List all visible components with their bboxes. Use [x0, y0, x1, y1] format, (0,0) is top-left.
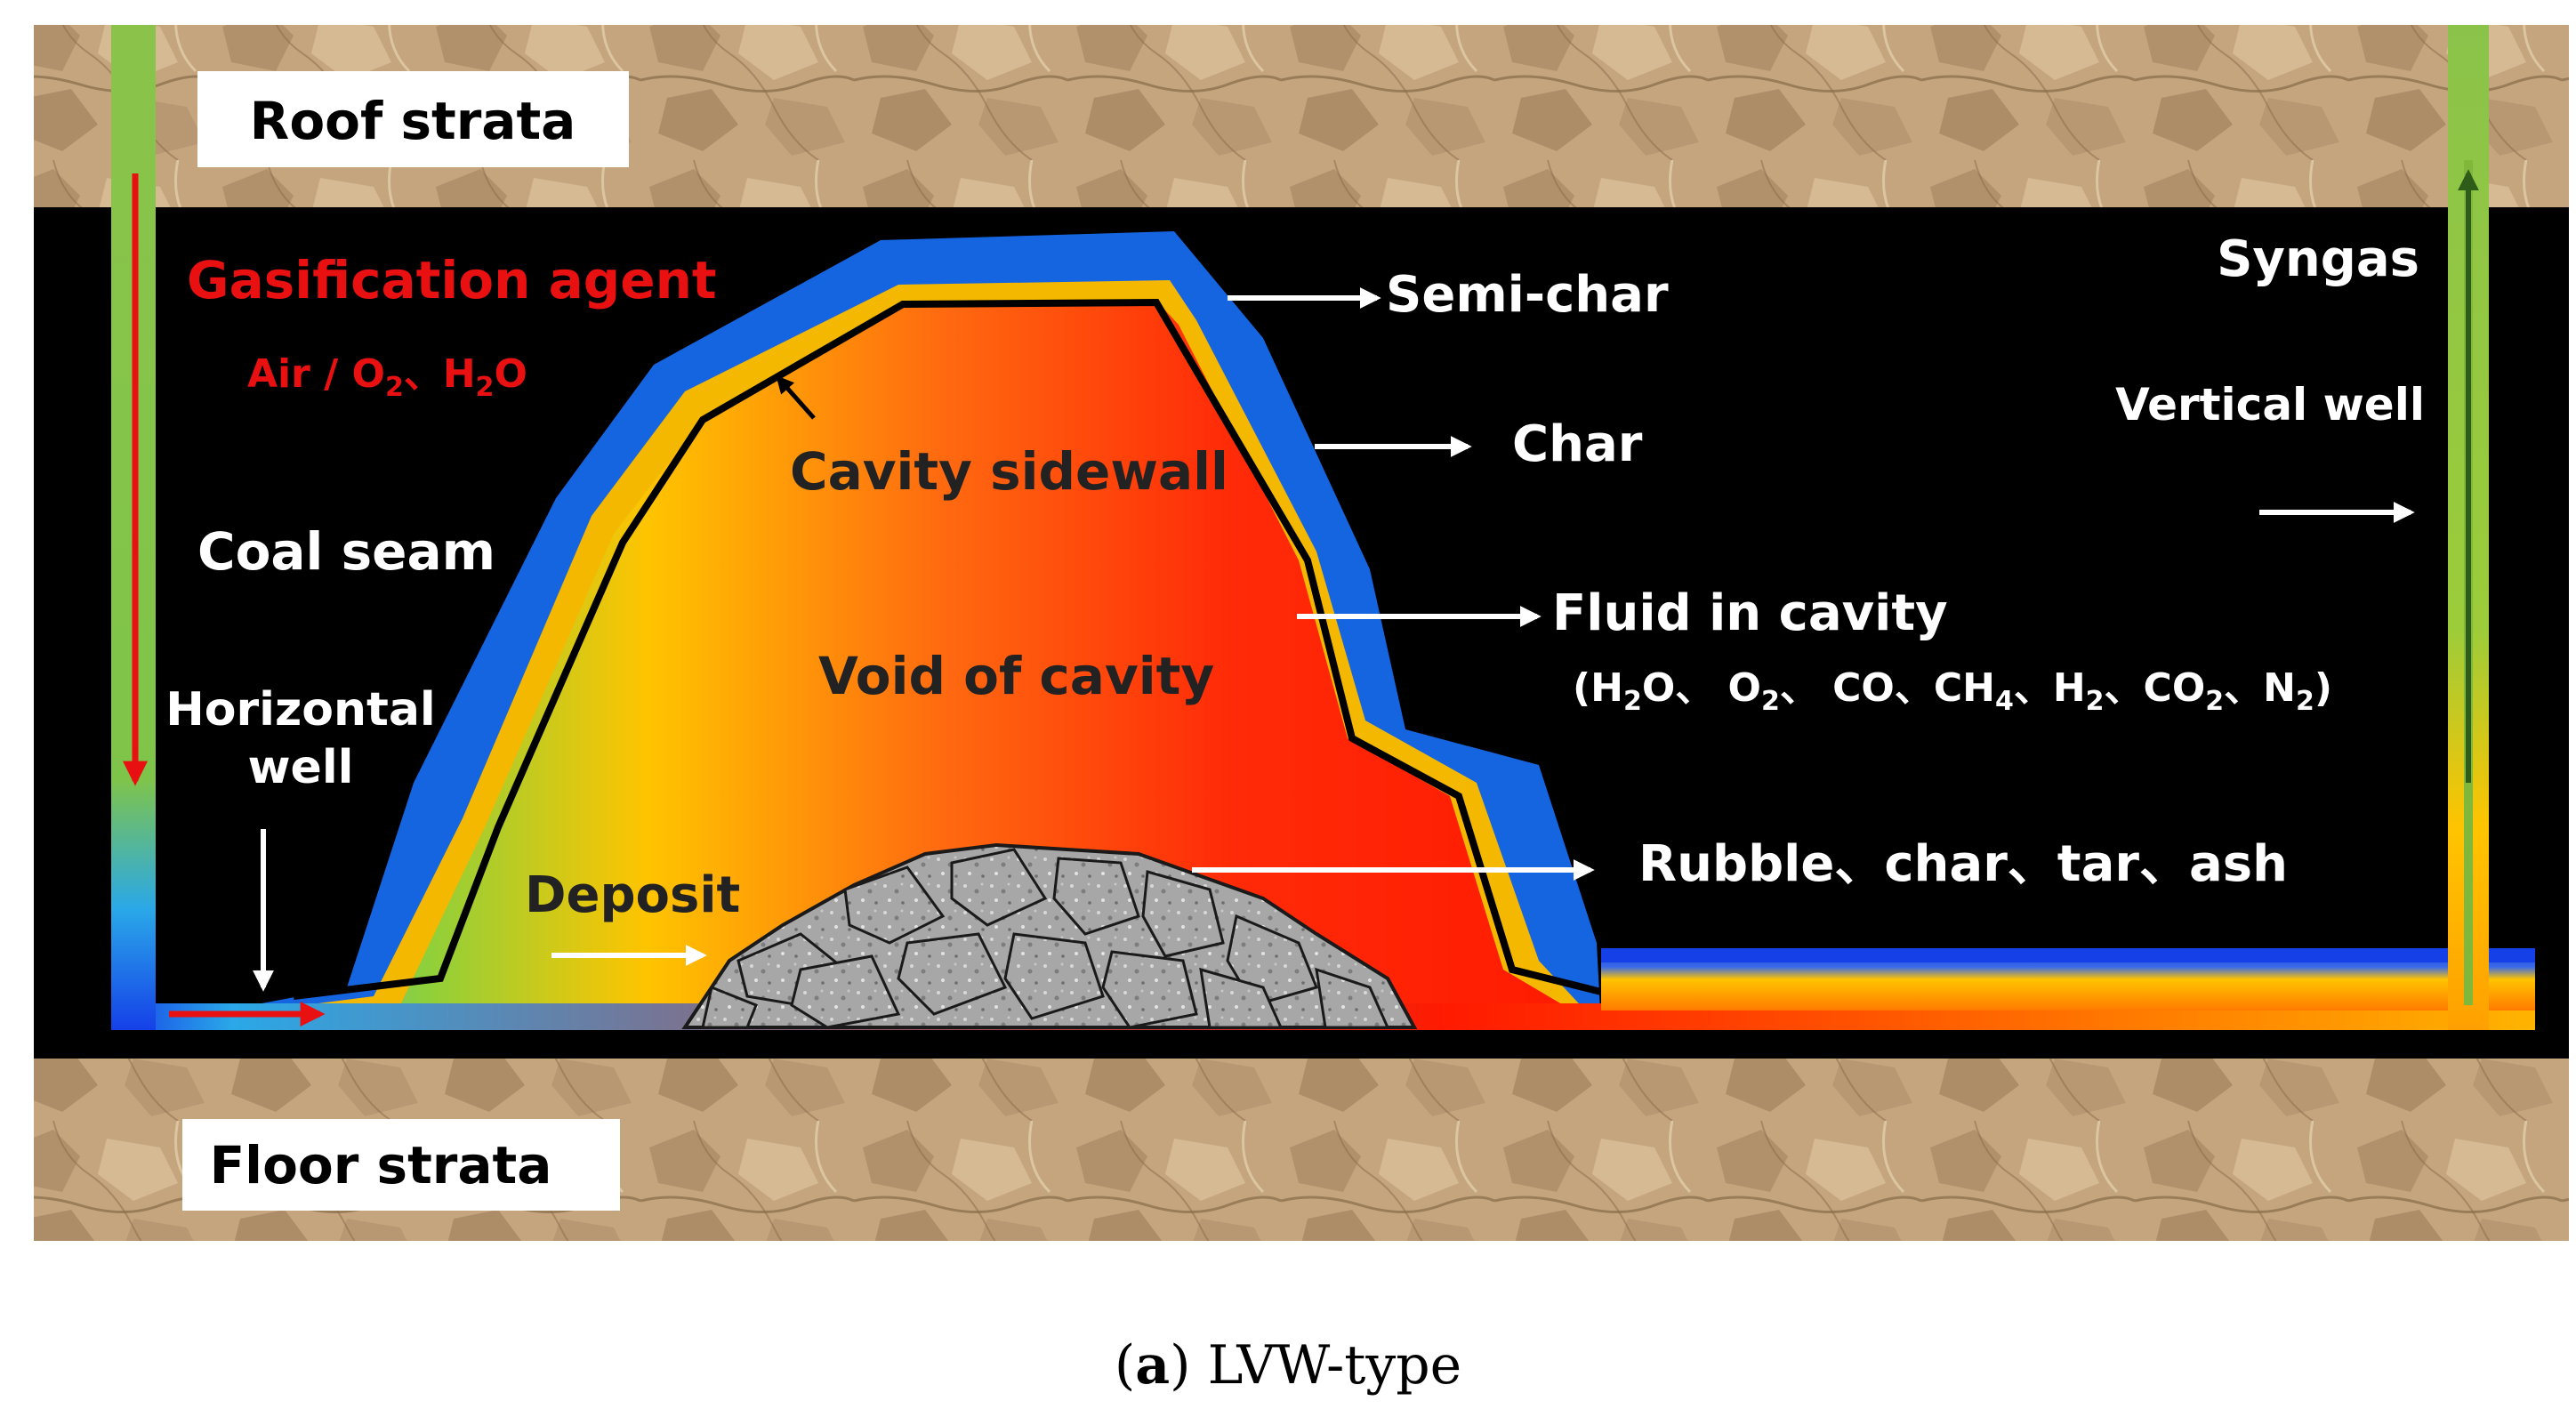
syngas-label: Syngas — [2217, 230, 2419, 288]
roof-strata-label: Roof strata — [250, 91, 576, 151]
vertical-well-label: Vertical well — [2115, 379, 2425, 431]
right-floor-top — [1601, 948, 2535, 962]
horizontal-well-label-1: Horizontal — [165, 683, 436, 737]
fluid-species-label: (H2O、 O2、 CO、CH4、H2、CO2、N2) — [1573, 665, 2332, 717]
gasification-agent-sub: Air / O2、H2O — [247, 351, 527, 403]
coal-seam-label: Coal seam — [197, 521, 495, 582]
floor-strata-box — [182, 1119, 620, 1211]
horizontal-well-label-2: well — [248, 741, 354, 794]
cavity-sidewall-line — [293, 298, 1602, 1000]
cavity-sidewall-label: Cavity sidewall — [790, 441, 1228, 502]
fluid-label: Fluid in cavity — [1552, 584, 1948, 642]
char-label: Char — [1512, 415, 1643, 473]
floor-strata-label: Floor strata — [210, 1135, 552, 1196]
rubble-label: Rubble、char、tar、ash — [1638, 835, 2288, 893]
gasification-agent-label: Gasification agent — [187, 250, 717, 310]
figure-caption: (a) LVW-type — [1115, 1334, 1461, 1397]
semi-char-label: Semi-char — [1386, 266, 1669, 324]
roof-strata-box — [197, 71, 629, 167]
cavity-void — [133, 301, 1601, 1027]
sidewall-arrow — [776, 375, 816, 420]
void-cavity-label: Void of cavity — [818, 646, 1214, 706]
rubble-pile — [681, 842, 1418, 1029]
deposit-label: Deposit — [525, 866, 740, 924]
